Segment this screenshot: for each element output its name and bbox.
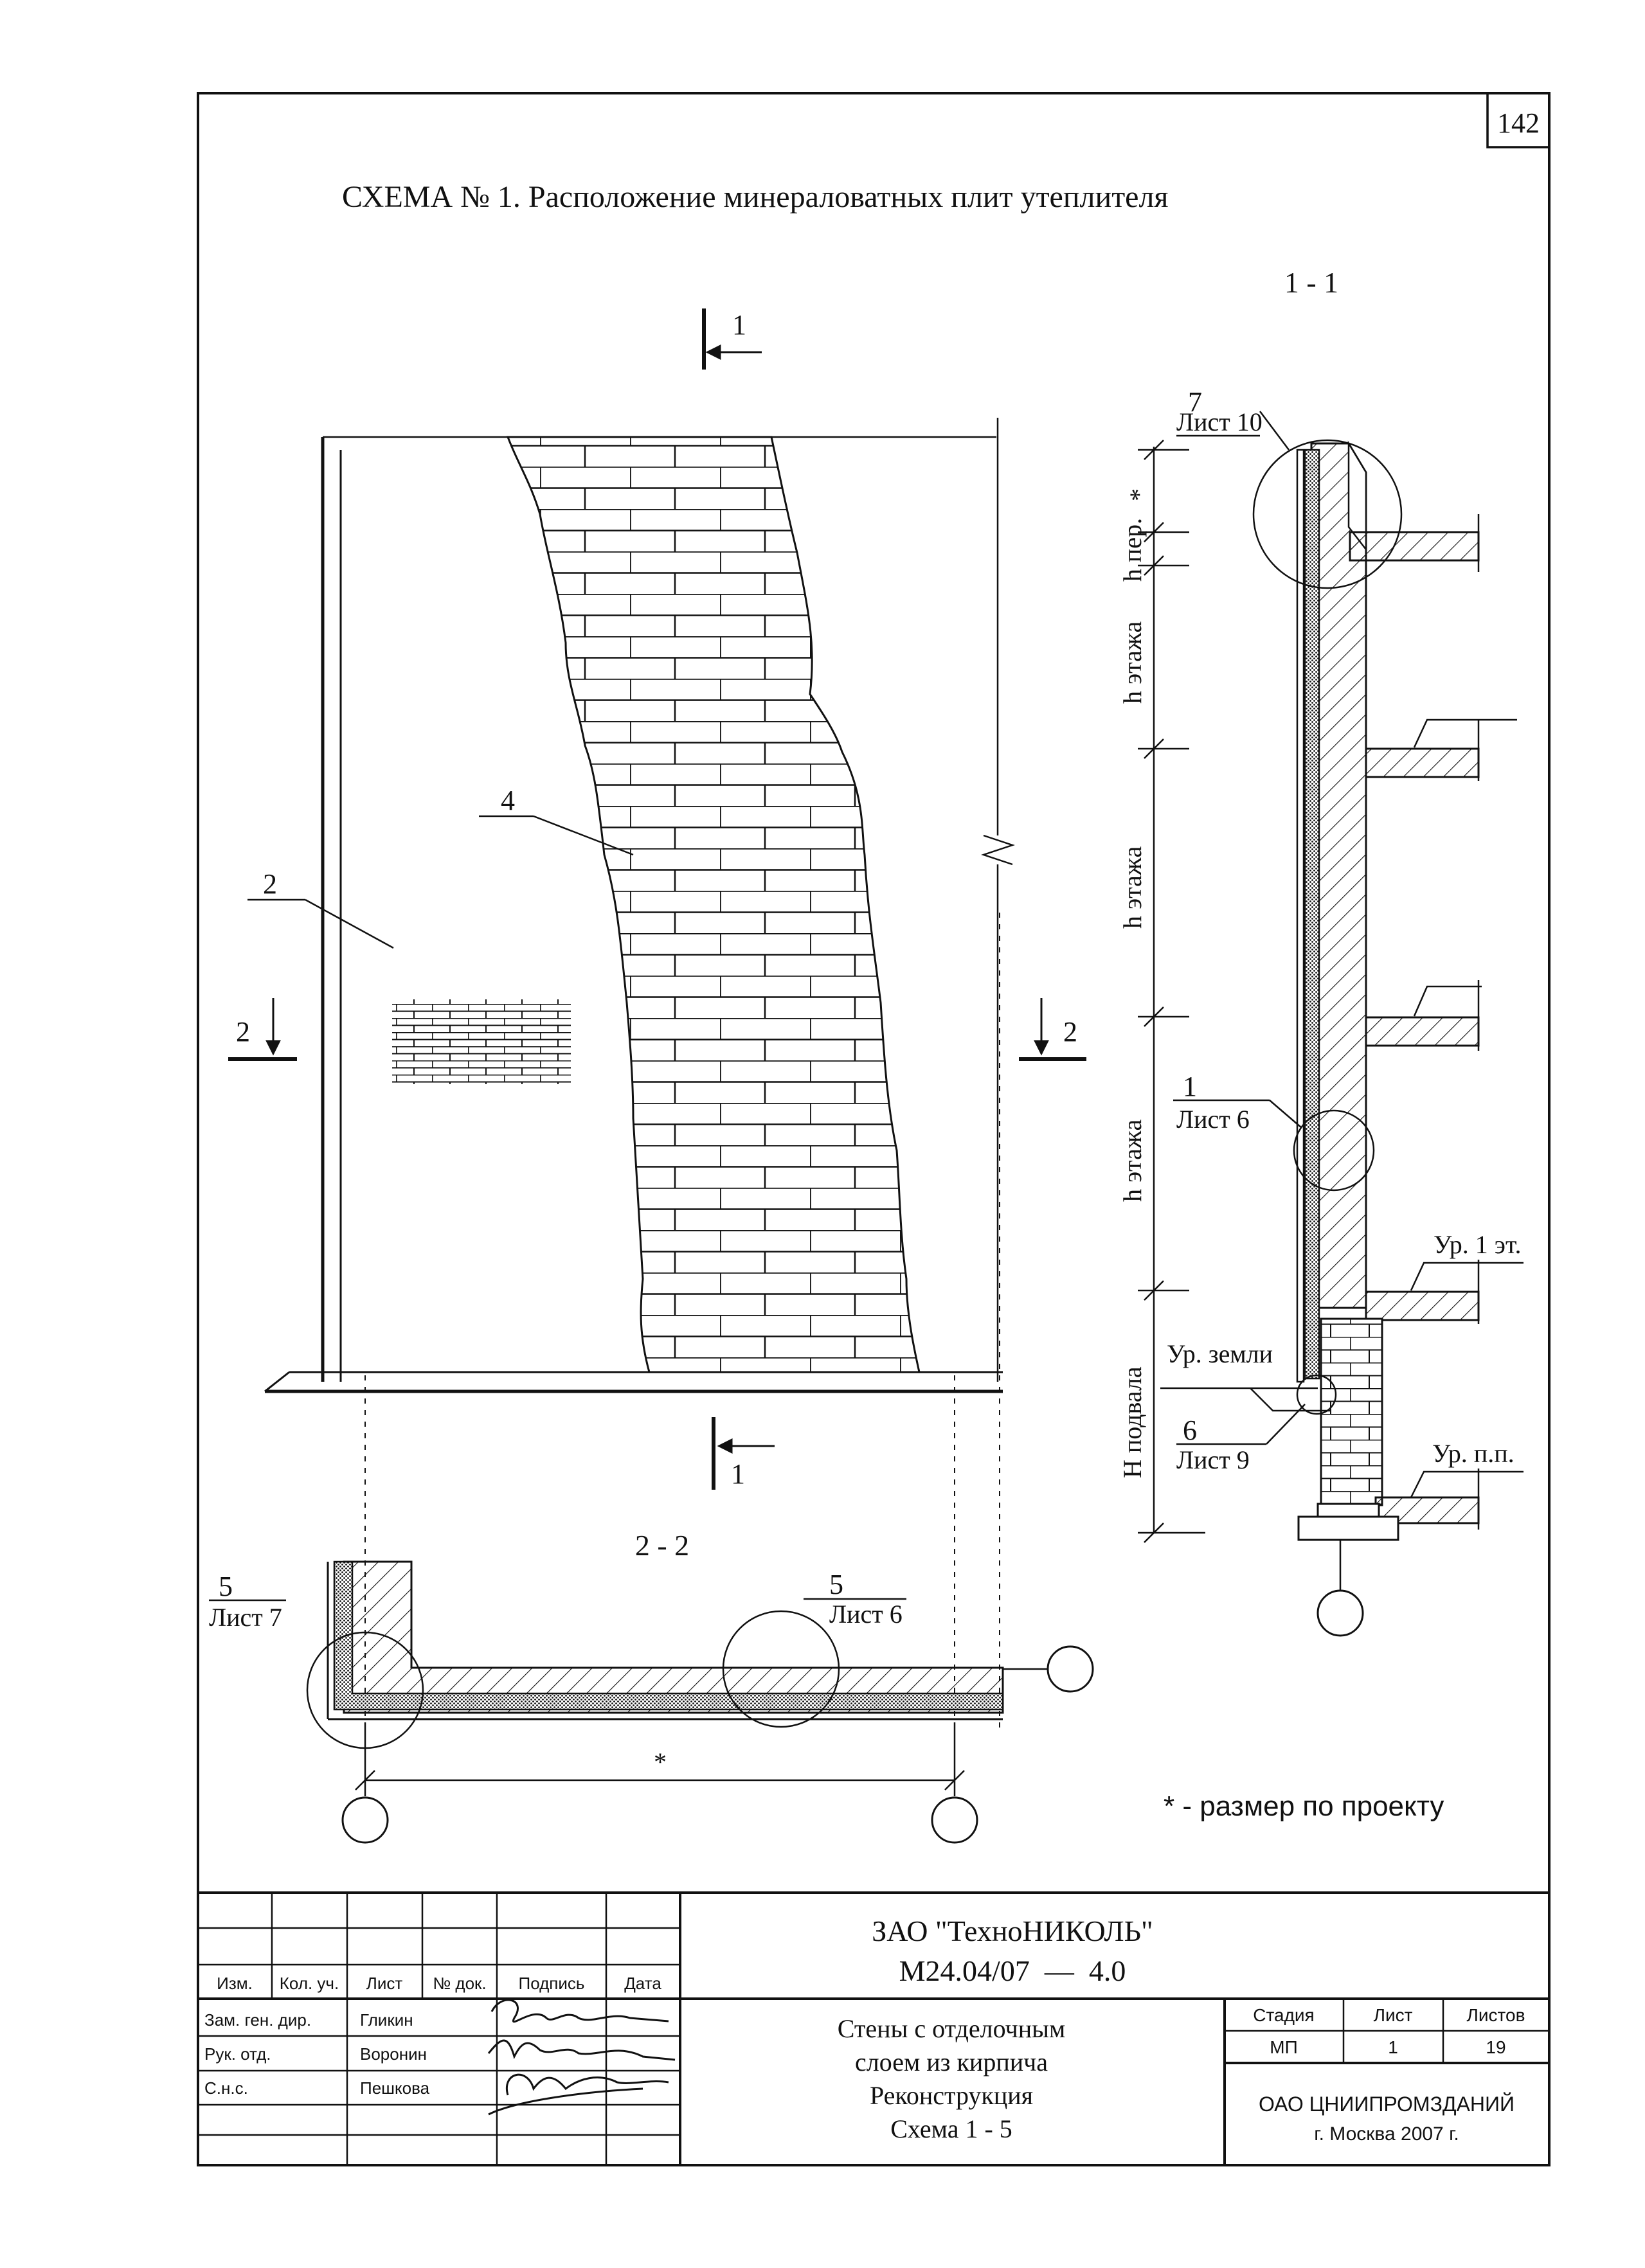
label-sheet: Лист — [1374, 2005, 1413, 2025]
company-name: ЗАО "ТехноНИКОЛЬ" — [872, 1915, 1153, 1947]
name-1: Гликин — [360, 2010, 413, 2030]
level-1st-floor: Ур. 1 эт. — [1434, 1230, 1521, 1259]
role-2: Рук. отд. — [204, 2044, 271, 2064]
description-line-4: Схема 1 - 5 — [890, 2114, 1012, 2143]
description-line-1: Стены с отделочным — [838, 2014, 1066, 2043]
svg-text:2: 2 — [263, 868, 277, 900]
svg-text:5: 5 — [829, 1569, 843, 1600]
svg-text:4: 4 — [501, 785, 515, 816]
svg-text:6: 6 — [1183, 1415, 1197, 1446]
dim-h-slab: h пер. — [1118, 518, 1147, 582]
role-1: Зам. ген. дир. — [204, 2010, 311, 2030]
section-2-2-title: 2 - 2 — [635, 1529, 689, 1562]
callout-5-right: 5 Лист 6 — [804, 1569, 906, 1629]
callout-2: 2 — [247, 868, 394, 949]
name-2: Воронин — [360, 2044, 427, 2064]
callout-5-left: 5 Лист 7 — [209, 1571, 286, 1632]
section-mark-2-right: 2 — [1019, 998, 1086, 1061]
cut-mark-1-bottom: 1 — [712, 1417, 775, 1490]
dim-h-basement: H подвала — [1118, 1366, 1147, 1478]
header-izm: Изм. — [217, 1974, 253, 1993]
organization: ОАО ЦНИИПРОМЗДАНИЙ — [1259, 2093, 1515, 2116]
header-kol-uch: Кол. уч. — [280, 1974, 339, 1993]
callout-7: 7 Лист 10 — [1176, 386, 1290, 451]
plan-dim-asterisk: * — [654, 1747, 667, 1776]
header-signature: Подпись — [519, 1974, 585, 1993]
svg-text:Лист 10: Лист 10 — [1176, 407, 1263, 436]
city-year: г. Москва 2007 г. — [1314, 2123, 1459, 2145]
svg-text:5: 5 — [219, 1571, 233, 1602]
svg-text:1: 1 — [1183, 1071, 1197, 1102]
section-2-2: 2 - 2 5 Лист 7 5 Лист 6 * — [209, 1529, 1094, 1844]
level-ground: Ур. земли — [1167, 1339, 1273, 1368]
name-3: Пешкова — [360, 2078, 430, 2098]
document-code: М24.04/07 — 4.0 — [899, 1954, 1126, 1987]
sheet-number: 142 — [1497, 107, 1540, 139]
role-3: С.н.с. — [204, 2078, 248, 2098]
drawing-title: СХЕМА № 1. Расположение минераловатных п… — [342, 180, 1169, 214]
svg-text:Лист 7: Лист 7 — [209, 1603, 282, 1632]
dim-h-floor-1: h этажа — [1118, 621, 1147, 704]
svg-text:2: 2 — [1063, 1016, 1077, 1048]
header-list: Лист — [366, 1974, 403, 1993]
sheets-value: 19 — [1486, 2037, 1506, 2057]
section-mark-2-left: 2 — [228, 998, 297, 1061]
section-1-1-title: 1 - 1 — [1284, 266, 1338, 299]
svg-text:1: 1 — [732, 309, 746, 341]
dim-h-floor-2: h этажа — [1118, 846, 1147, 929]
label-sheets: Листов — [1467, 2005, 1525, 2025]
dim-asterisk: * — [1124, 488, 1153, 501]
title-block: Изм. Кол. уч. Лист № док. Подпись Дата З… — [197, 1891, 1551, 2166]
svg-text:7: 7 — [1188, 386, 1202, 418]
facade-elevation: 2 4 1 1 2 2 — [228, 308, 1086, 1729]
dim-h-floor-3: h этажа — [1118, 1119, 1147, 1202]
cut-mark-1-top: 1 — [702, 308, 762, 370]
callout-6: 6 Лист 9 — [1176, 1404, 1306, 1474]
description-line-2: слоем из кирпича — [855, 2048, 1048, 2076]
label-stage: Стадия — [1253, 2005, 1314, 2025]
sheet-value: 1 — [1388, 2037, 1398, 2057]
svg-text:1: 1 — [731, 1458, 745, 1490]
header-doc-no: № док. — [433, 1974, 486, 1993]
dimension-note: * - размер по проекту — [1164, 1790, 1444, 1822]
stage-value: МП — [1270, 2037, 1297, 2057]
brick-swatch — [392, 999, 571, 1084]
svg-text:Лист 6: Лист 6 — [829, 1600, 903, 1629]
header-date: Дата — [624, 1974, 661, 1993]
description-line-3: Реконструкция — [870, 2081, 1033, 2110]
callout-4: 4 — [479, 785, 634, 856]
svg-text:Лист 6: Лист 6 — [1176, 1105, 1250, 1134]
section-1-1: 1 - 1 Ур. 1 эт. Ур. п.п. Ур. земли — [1118, 266, 1524, 1637]
signatures — [487, 1999, 676, 2116]
callout-1: 1 Лист 6 — [1173, 1071, 1302, 1134]
svg-text:Лист 9: Лист 9 — [1176, 1445, 1250, 1474]
sheet-number-box: 142 — [1486, 92, 1551, 148]
svg-text:2: 2 — [236, 1016, 250, 1048]
level-basement-floor: Ур. п.п. — [1432, 1439, 1515, 1468]
